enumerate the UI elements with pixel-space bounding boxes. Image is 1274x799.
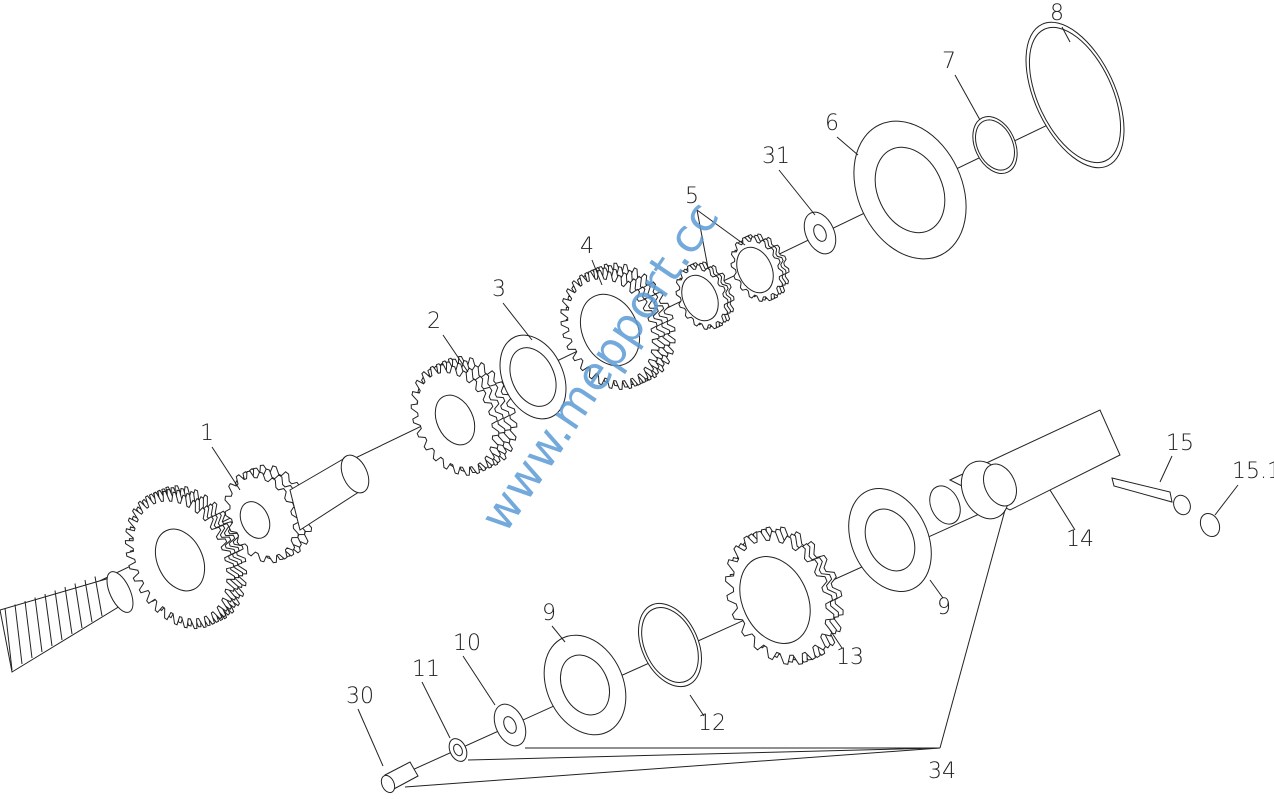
callout-9-right: 9: [937, 595, 951, 620]
leader-line: [696, 209, 746, 246]
leader-line: [551, 625, 566, 643]
pin-15-thread: [1173, 494, 1191, 516]
spline-line: [84, 579, 93, 623]
callout-9-left: 9: [542, 601, 556, 626]
lock-washer-11-inner: [453, 743, 463, 757]
leader-line: [696, 209, 709, 269]
gear-bore: [579, 293, 641, 367]
parts-layer: [0, 21, 1221, 794]
leader-line: [689, 694, 705, 717]
spline-line: [54, 590, 63, 641]
gear-bore: [434, 394, 476, 446]
circlip-7-inner: [975, 119, 1015, 171]
gear-1-large: [124, 485, 248, 630]
shaft-14-shoulder: [983, 463, 1017, 507]
callout-13: 13: [836, 645, 864, 670]
washer-10-inner: [503, 716, 517, 734]
spline-line: [74, 583, 83, 629]
set-screw-15-1: [1199, 512, 1221, 538]
ball-bearing-9-right-inner: [864, 508, 916, 572]
spline-line: [94, 576, 103, 617]
leader-line: [467, 747, 941, 761]
leader-line: [357, 708, 384, 767]
spline-line: [44, 593, 53, 647]
callout-14: 14: [1066, 527, 1094, 552]
callout-31: 31: [762, 144, 790, 169]
leader-line: [1214, 484, 1239, 516]
snap-ring-8-inner: [1028, 26, 1122, 164]
spline-line: [4, 607, 13, 671]
gear-4: [560, 262, 676, 390]
shaft-14-end: [929, 485, 961, 525]
needle-bearing-5b: [730, 233, 790, 302]
spline-line: [34, 597, 43, 653]
leader-line: [442, 334, 469, 373]
leader-line: [939, 509, 1006, 749]
washer-31-inner: [813, 224, 827, 242]
ball-bearing-9-left-inner: [559, 654, 611, 716]
needle-bearing-5a: [675, 261, 735, 330]
gear-bore: [154, 528, 206, 592]
leader-line: [829, 629, 843, 649]
leader-line: [211, 446, 241, 491]
leader-line: [1159, 455, 1173, 483]
leader-line: [954, 74, 981, 121]
leader-line: [502, 302, 533, 341]
pin-15: [1111, 477, 1173, 503]
ball-bearing-6-inner: [874, 146, 946, 234]
gear-bore: [736, 246, 774, 294]
leader-line: [462, 655, 496, 706]
callout-labels: 1 2 3 4 5 31 6 7 8 15 15.1 14 9 13 9 12 …: [200, 1, 1274, 784]
gear-1-small: [224, 464, 313, 564]
leader-lines: [211, 26, 1239, 788]
callout-5: 5: [685, 184, 699, 209]
shaft-1-journal: [340, 454, 370, 494]
leader-line: [421, 681, 451, 739]
shaft-shoulder: [106, 571, 134, 613]
callout-34: 34: [928, 759, 956, 784]
spline-line: [64, 586, 73, 635]
callout-8: 8: [1050, 1, 1064, 26]
leader-line: [929, 579, 944, 599]
thrust-washer-3-inner: [509, 347, 557, 407]
bolt-30-head: [380, 774, 396, 794]
gear-2: [410, 355, 518, 476]
callout-12: 12: [698, 711, 726, 736]
callout-15: 15: [1166, 431, 1194, 456]
callout-10: 10: [453, 631, 481, 656]
callout-30: 30: [346, 684, 374, 709]
callout-3: 3: [492, 277, 506, 302]
callout-2: 2: [427, 309, 441, 334]
spline-line: [14, 604, 23, 665]
leader-line: [591, 259, 603, 286]
leader-line: [404, 747, 941, 788]
leader-line: [836, 136, 859, 156]
gear-bore: [681, 274, 719, 322]
callout-7: 7: [942, 49, 956, 74]
leader-line: [1061, 26, 1071, 43]
gear-bore: [739, 556, 811, 644]
callout-11: 11: [412, 657, 440, 682]
callout-1: 1: [200, 421, 214, 446]
callout-15-1: 15.1: [1232, 459, 1274, 484]
spline-line: [24, 600, 33, 659]
callout-6: 6: [825, 111, 839, 136]
callout-4: 4: [580, 234, 594, 259]
leader-line: [1049, 489, 1076, 531]
gear-13: [725, 526, 844, 665]
circlip-12-inner: [641, 607, 699, 683]
leader-line: [778, 169, 816, 216]
gear-bore: [239, 501, 271, 539]
